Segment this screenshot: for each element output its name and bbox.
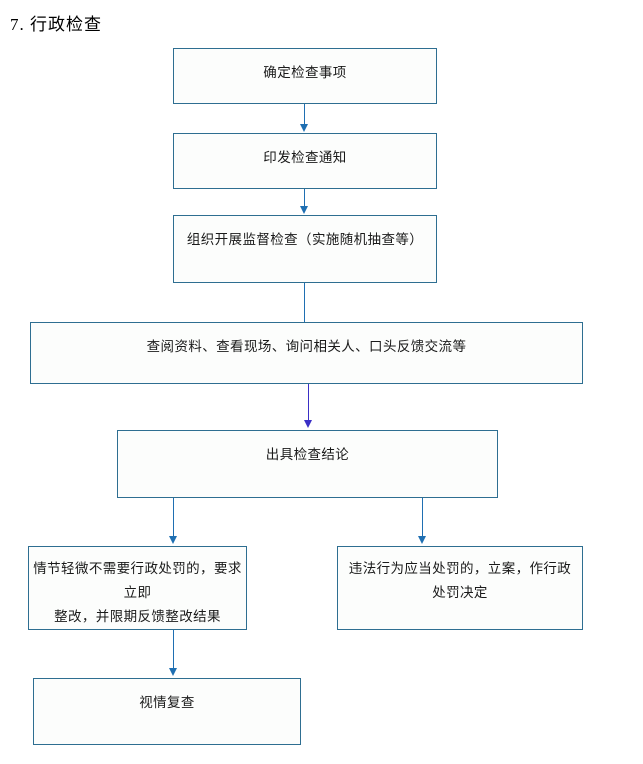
arrowhead-n2-n3-icon	[300, 206, 308, 214]
arrowhead-n5-n6-icon	[169, 536, 177, 544]
connector-n5-n6	[173, 498, 174, 538]
arrowhead-n5-n7-icon	[418, 536, 426, 544]
flow-node-illegal-act-penalty-decision-line1: 违法行为应当处罚的，立案，作行政	[348, 561, 572, 576]
flow-node-minor-case-rectification: 情节轻微不需要行政处罚的，要求立即 整改，并限期反馈整改结果	[28, 546, 247, 630]
arrowhead-n1-n2-icon	[300, 124, 308, 132]
flow-node-illegal-act-penalty-decision: 违法行为应当处罚的，立案，作行政 处罚决定	[337, 546, 583, 630]
arrowhead-n4-n5-icon	[304, 420, 312, 428]
page-title: 7. 行政检查	[10, 15, 102, 34]
connector-n1-n2	[304, 104, 305, 126]
flow-node-illegal-act-penalty-decision-line2: 处罚决定	[432, 585, 488, 600]
flow-node-confirm-inspection-items: 确定检查事项	[173, 48, 437, 104]
flow-node-minor-case-rectification-line2: 整改，并限期反馈整改结果	[54, 609, 221, 624]
arrowhead-n6-n8-icon	[169, 668, 177, 676]
connector-n4-n5	[308, 384, 309, 422]
flow-node-issue-inspection-notice: 印发检查通知	[173, 133, 437, 189]
flow-node-review-materials-site-inquiry: 查阅资料、查看现场、询问相关人、口头反馈交流等	[30, 322, 583, 384]
flow-node-minor-case-rectification-line1: 情节轻微不需要行政处罚的，要求立即	[33, 561, 242, 600]
connector-n3-n4	[304, 283, 305, 322]
flow-node-review-as-appropriate: 视情复查	[33, 678, 301, 745]
connector-n6-n8	[173, 630, 174, 670]
connector-n2-n3	[304, 189, 305, 208]
flow-node-issue-inspection-conclusion: 出具检查结论	[117, 430, 498, 498]
flow-node-conduct-supervision-inspection: 组织开展监督检查（实施随机抽查等）	[173, 215, 437, 283]
connector-n5-n7	[422, 498, 423, 538]
